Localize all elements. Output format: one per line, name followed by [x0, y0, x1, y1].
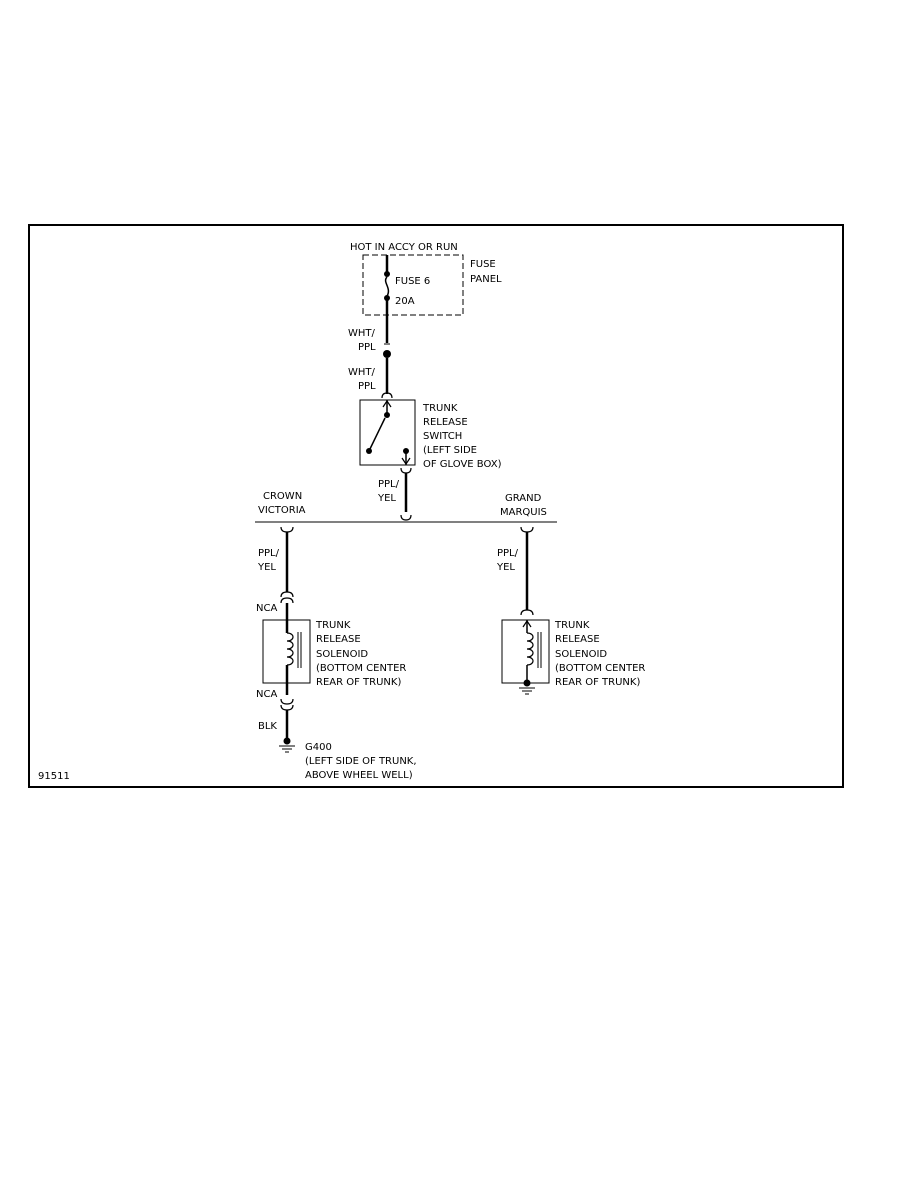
- switch-label-4: (LEFT SIDE: [423, 445, 477, 456]
- left-solenoid-label-1: TRUNK: [315, 620, 351, 631]
- right-solenoid-label-1: TRUNK: [554, 620, 590, 631]
- right-solenoid-label-3: SOLENOID: [555, 649, 607, 660]
- wht-ppl-1-label-b: PPL: [358, 342, 376, 353]
- branch-right-label-1: GRAND: [505, 493, 542, 504]
- right-solenoid-connector: [520, 609, 534, 616]
- ground-label-2: (LEFT SIDE OF TRUNK,: [305, 756, 417, 767]
- splice-dot: [383, 350, 391, 358]
- right-solenoid-arrow-up: [522, 619, 532, 628]
- fuse-rating: 20A: [395, 296, 415, 307]
- right-solenoid-label-5: REAR OF TRUNK): [555, 677, 640, 688]
- nca-bottom-label: NCA: [256, 689, 277, 700]
- ppl-yel-right-label-a: PPL/: [497, 548, 519, 559]
- ground-g400-dot: [283, 737, 291, 745]
- left-solenoid-label-4: (BOTTOM CENTER: [316, 663, 406, 674]
- fuse-panel-label-1: FUSE: [470, 259, 496, 270]
- switch-connector-top: [381, 392, 393, 399]
- switch-label-5: OF GLOVE BOX): [423, 459, 502, 470]
- diagram-frame: [28, 224, 844, 788]
- wht-ppl-2-label-a: WHT/: [348, 367, 376, 378]
- switch-label-1: TRUNK: [422, 403, 458, 414]
- right-solenoid-box: [501, 619, 550, 684]
- nca-connector-top-b: [280, 597, 294, 604]
- switch-contact-top: [384, 412, 390, 418]
- fuse-name: FUSE 6: [395, 276, 430, 287]
- ground-label-3: ABOVE WHEEL WELL): [305, 770, 413, 781]
- right-solenoid-label-2: RELEASE: [555, 634, 600, 645]
- right-ground-dot: [523, 679, 531, 687]
- left-solenoid-coil-icon: [286, 632, 294, 666]
- right-bus-connector: [520, 526, 534, 533]
- switch-label-3: SWITCH: [423, 431, 462, 442]
- ppl-yel-right-label-b: YEL: [496, 562, 515, 573]
- switch-contact-pivot: [366, 448, 372, 454]
- nca-connector-bottom-a: [280, 698, 294, 705]
- ground-g400-icon: [279, 745, 295, 753]
- right-solenoid-label-4: (BOTTOM CENTER: [555, 663, 645, 674]
- ppl-yel-center-label-a: PPL/: [378, 479, 400, 490]
- branch-left-label-2: VICTORIA: [258, 505, 306, 516]
- switch-label-2: RELEASE: [423, 417, 468, 428]
- switch-arrow-up: [382, 399, 392, 408]
- nca-top-label: NCA: [256, 603, 277, 614]
- switch-connector-bottom: [400, 467, 412, 474]
- ground-label-1: G400: [305, 742, 332, 753]
- fuse-icon: [384, 276, 390, 297]
- hot-label: HOT IN ACCY OR RUN: [350, 242, 458, 253]
- nca-connector-bottom-b: [280, 704, 294, 711]
- ppl-yel-center-label-b: YEL: [377, 493, 396, 504]
- bus-connector-center: [400, 514, 412, 521]
- left-solenoid-label-5: REAR OF TRUNK): [316, 677, 401, 688]
- switch-arrow-down: [401, 457, 411, 466]
- switch-blade: [368, 417, 386, 452]
- ppl-yel-left-label-b: YEL: [257, 562, 276, 573]
- figure-id: 91511: [38, 771, 70, 782]
- nca-connector-top-a: [280, 591, 294, 598]
- fuse-panel-label-2: PANEL: [470, 274, 502, 285]
- blk-label: BLK: [258, 721, 277, 732]
- fuse-panel-box: [362, 254, 464, 316]
- wht-ppl-2-label-b: PPL: [358, 381, 376, 392]
- right-ground-icon: [519, 687, 535, 695]
- fuse-terminal-top: [384, 271, 390, 277]
- right-solenoid-coil-icon: [526, 632, 534, 666]
- branch-right-label-2: MARQUIS: [500, 507, 547, 518]
- ppl-yel-left-label-a: PPL/: [258, 548, 280, 559]
- left-solenoid-label-2: RELEASE: [316, 634, 361, 645]
- left-bus-connector: [280, 526, 294, 533]
- branch-left-label-1: CROWN: [263, 491, 302, 502]
- left-solenoid-label-3: SOLENOID: [316, 649, 368, 660]
- wht-ppl-1-label-a: WHT/: [348, 328, 376, 339]
